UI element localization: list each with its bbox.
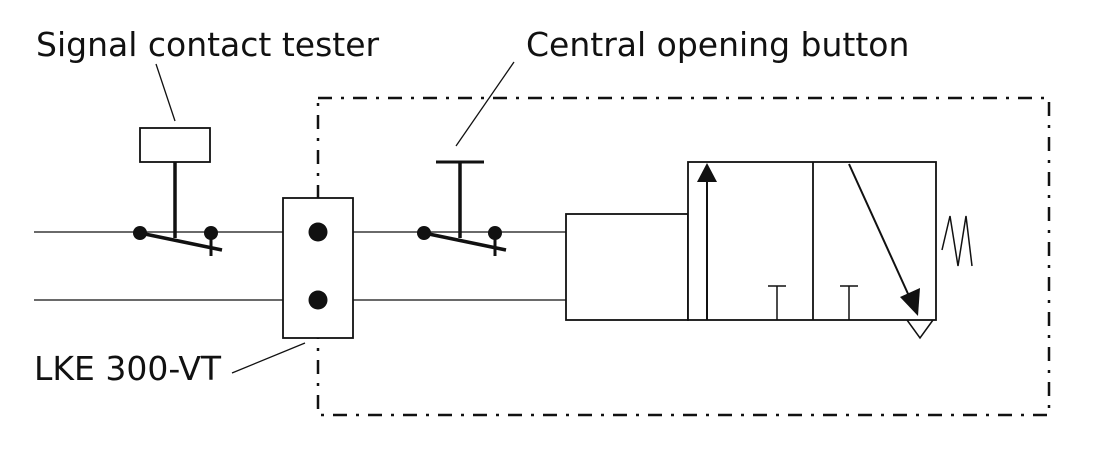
signal-contact-tester-switch — [133, 127, 223, 256]
lke-model-label: LKE 300-VT — [34, 349, 222, 388]
signal-contact-tester-label: Signal contact tester — [36, 25, 380, 64]
tester-contact-left — [133, 226, 147, 240]
terminal-contact-top — [308, 222, 328, 242]
button-contact-left — [417, 226, 431, 240]
lke-leader — [231, 342, 306, 374]
return-spring-icon — [941, 215, 973, 267]
lke-terminal-block — [282, 197, 354, 339]
central-opening-button-switch — [417, 160, 507, 256]
tester-contact-right — [204, 226, 218, 240]
flow-arrow-up-icon — [697, 163, 717, 182]
button-contact-right — [488, 226, 502, 240]
terminal-contact-bottom — [308, 290, 328, 310]
exhaust-triangle — [906, 319, 934, 340]
central-opening-button-label: Central opening button — [526, 25, 910, 64]
flow-arrow-diagonal-icon — [900, 288, 920, 316]
valve-body — [687, 161, 937, 340]
signal-tester-leader — [155, 63, 176, 122]
tester-actuator-box — [139, 127, 211, 163]
central-button-leader — [455, 61, 515, 147]
solenoid-actuator — [565, 213, 689, 321]
